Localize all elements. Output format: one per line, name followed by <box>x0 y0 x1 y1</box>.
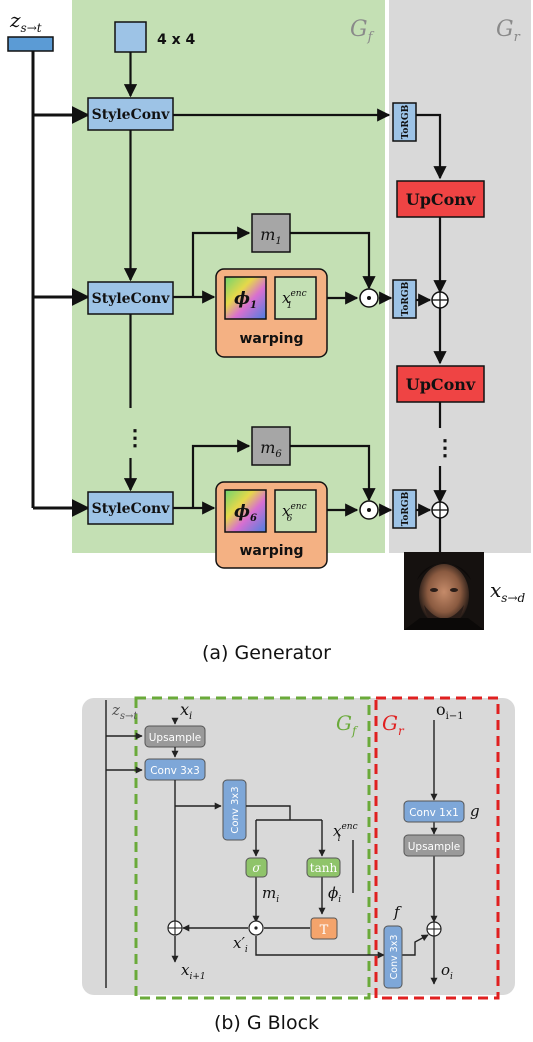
const-input-block <box>114 21 147 53</box>
gblock-f-label: f <box>393 903 402 921</box>
encoder-feature-6 <box>274 489 317 533</box>
mask-6: m6 <box>251 426 291 466</box>
svg-text:StyleConv: StyleConv <box>92 107 171 123</box>
gblock-conv3x3-gr: Conv 3x3 <box>383 925 403 989</box>
gblock-z-label: zs→t <box>111 701 138 722</box>
gr-dots: ⋮ <box>434 435 456 461</box>
caption-generator: (a) Generator <box>202 642 331 664</box>
gr-region <box>389 0 531 553</box>
svg-text:T: T <box>320 923 329 938</box>
svg-text:m1: m1 <box>260 225 282 247</box>
latent-lines <box>31 51 90 517</box>
torgb-6: ToRGB <box>392 489 417 529</box>
gblock-gr-arrows <box>399 720 438 985</box>
upconv-1: UpConv <box>396 180 485 218</box>
svg-text:UpConv: UpConv <box>406 190 476 209</box>
upconv-2: UpConv <box>396 365 485 403</box>
gblock-T: T <box>310 917 338 940</box>
gblock-upsample-gf: Upsample <box>144 725 206 748</box>
gblock-conv1x1: Conv 1x1 <box>403 800 465 823</box>
svg-text:ToRGB: ToRGB <box>401 491 411 526</box>
gblock-odot <box>248 920 264 936</box>
branch-1-arrows <box>173 226 393 305</box>
svg-text:Conv 3x3: Conv 3x3 <box>150 765 200 777</box>
gblock-conv3x3-b: Conv 3x3 <box>222 779 247 841</box>
svg-text:Conv 1x1: Conv 1x1 <box>409 807 459 819</box>
gr-chain-arrows <box>416 113 447 552</box>
gblock-sigma: σ <box>245 857 268 878</box>
svg-text:tanh: tanh <box>310 861 338 875</box>
gblock-oim1-label: oi−1 <box>436 700 464 722</box>
gblock-gr-label: Gr <box>382 711 405 738</box>
odot-1 <box>359 288 379 308</box>
gblock-oplus-gr <box>426 921 442 937</box>
flow-field-6 <box>224 489 267 533</box>
encoder-feature-1 <box>274 276 317 320</box>
svg-text:Upsample: Upsample <box>408 841 461 853</box>
oplus-2 <box>431 291 449 309</box>
svg-text:warping: warping <box>239 331 303 347</box>
gr-dashed-region <box>374 696 500 1000</box>
svg-text:Conv 3x3: Conv 3x3 <box>230 786 241 833</box>
gblock-conv3x3-a: Conv 3x3 <box>144 758 206 781</box>
output-face-image <box>404 552 484 630</box>
output-label: xs→d <box>490 578 525 605</box>
oplus-6 <box>431 501 449 519</box>
gblock-xip1-label: xi+1 <box>181 961 206 982</box>
flow-field-1 <box>224 276 267 320</box>
mask-1: m1 <box>251 213 291 253</box>
gblock-phii-label: ϕi <box>328 884 341 905</box>
const-input-label: 4 x 4 <box>157 32 196 48</box>
gblock-gf-arrows <box>171 717 385 963</box>
latent-label: zs→t <box>9 8 42 35</box>
gblock-upsample-gr: Upsample <box>403 834 465 857</box>
svg-text:StyleConv: StyleConv <box>92 501 171 517</box>
gblock-gf-label: Gf <box>336 711 359 738</box>
svg-text:m6: m6 <box>260 438 282 460</box>
gblock-oplus-gf <box>167 920 183 936</box>
gblock-tanh: tanh <box>306 857 341 878</box>
svg-text:warping: warping <box>239 543 303 559</box>
gf-dots: ⋮ <box>124 425 146 451</box>
svg-text:ϕ6: ϕ6 <box>234 502 257 524</box>
gblock-mi-label: mi <box>262 884 279 905</box>
odot-6 <box>359 500 379 520</box>
torgb-2: ToRGB <box>392 279 417 319</box>
gblock-g-label: g <box>470 802 480 820</box>
gblock-xi-label: xi <box>180 700 192 722</box>
svg-text:ϕ1: ϕ1 <box>234 289 257 311</box>
styleconv-2: StyleConv <box>87 281 174 315</box>
svg-text:StyleConv: StyleConv <box>92 291 171 307</box>
svg-text:σ: σ <box>252 861 261 875</box>
gf-region-label: Gf <box>350 17 375 45</box>
styleconv-6: StyleConv <box>87 491 174 525</box>
svg-text:Upsample: Upsample <box>149 732 202 744</box>
svg-text:Conv 3x3: Conv 3x3 <box>389 935 400 980</box>
latent-block <box>7 36 54 52</box>
branch-6-arrows <box>173 439 393 517</box>
gf-dashed-region <box>134 696 371 1000</box>
torgb-1: ToRGB <box>392 102 417 142</box>
gblock-xprime-label: x′i <box>233 934 248 955</box>
caption-gblock: (b) G Block <box>213 1012 320 1034</box>
gblock-oi-label: oi <box>441 961 453 982</box>
gr-region-label: Gr <box>496 17 521 45</box>
gblock-z-lines <box>105 700 143 988</box>
styleconv-1: StyleConv <box>87 97 174 131</box>
svg-text:ToRGB: ToRGB <box>401 281 411 316</box>
svg-text:UpConv: UpConv <box>406 375 476 394</box>
svg-text:ToRGB: ToRGB <box>401 104 411 139</box>
